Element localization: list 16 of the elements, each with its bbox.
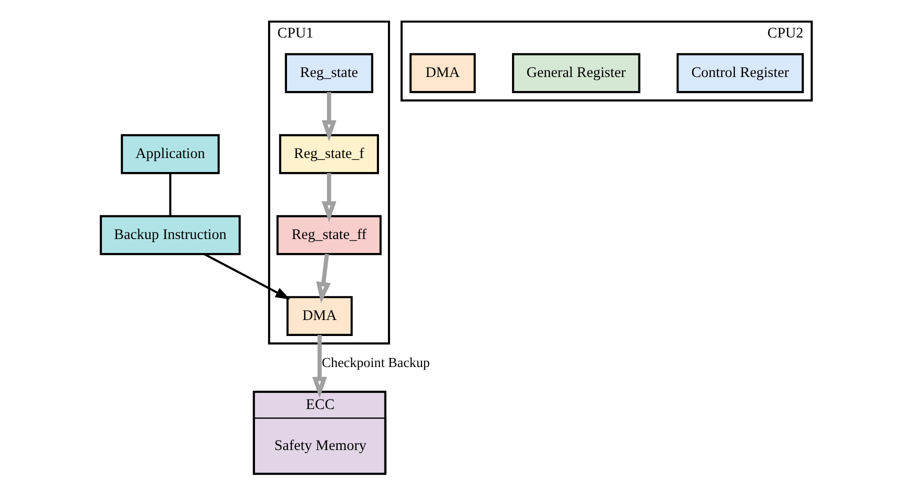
node-box: Backup Instruction xyxy=(99,214,240,255)
arrow xyxy=(321,92,336,141)
edge-label: Checkpoint Backup xyxy=(321,354,430,370)
arrow xyxy=(316,253,330,303)
node-box: Control Register xyxy=(676,52,804,93)
arrow xyxy=(312,334,326,398)
node-box: Reg_state xyxy=(284,52,373,93)
node-box: Reg_state_ff xyxy=(276,214,382,255)
node-box: Application xyxy=(120,134,220,174)
connector xyxy=(168,172,171,216)
node-box: General Register xyxy=(512,52,640,93)
arrow xyxy=(203,252,290,299)
arrow xyxy=(321,172,336,222)
node-box: DMA xyxy=(286,296,352,336)
node-box: DMA xyxy=(409,52,476,93)
node-box: Reg_state_f xyxy=(278,134,378,174)
